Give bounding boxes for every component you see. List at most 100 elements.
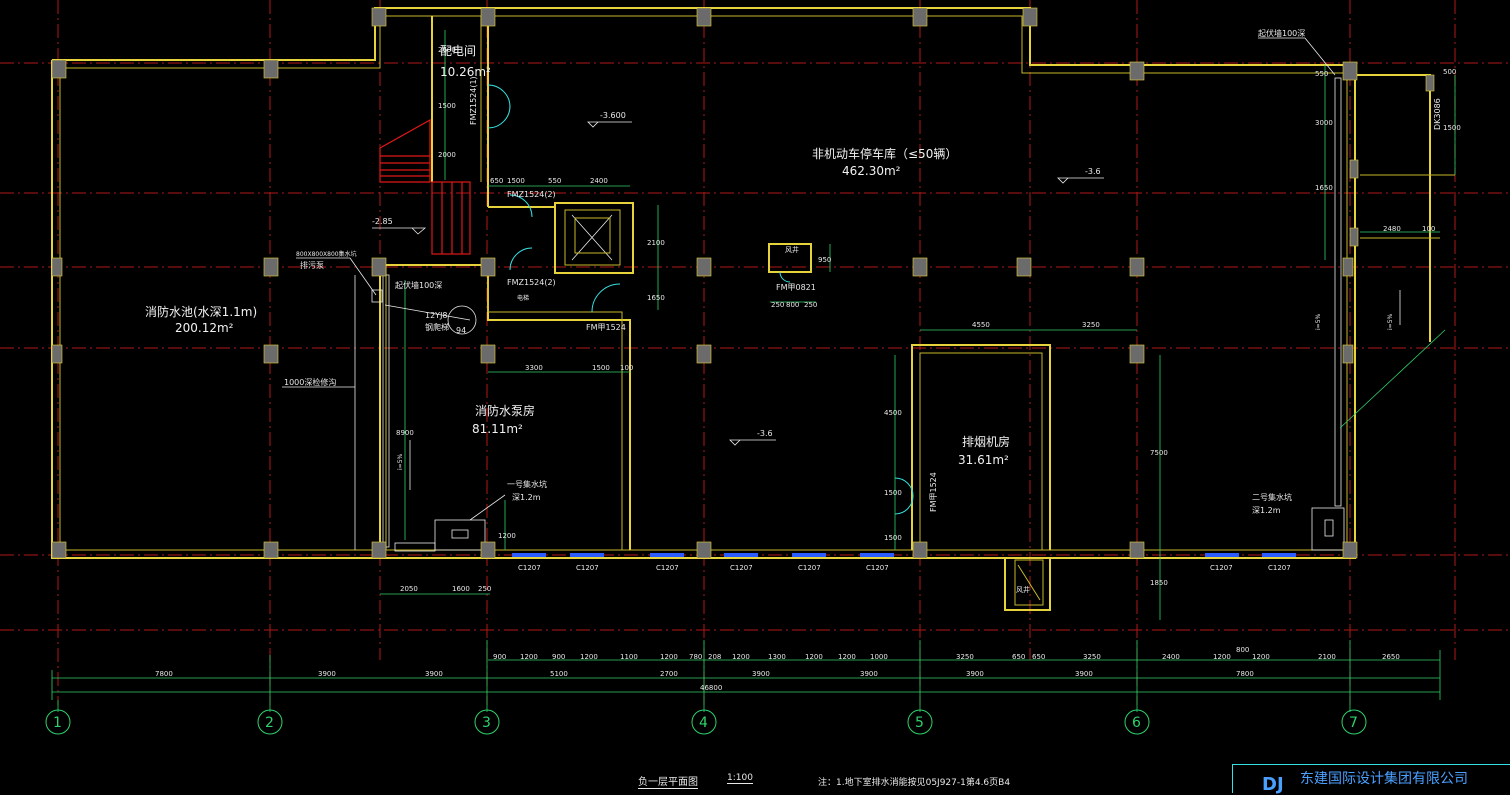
dim-text: 1200	[1213, 653, 1231, 661]
level-mark: -2.85	[372, 217, 393, 226]
dim-text: 7800	[155, 670, 173, 678]
axis-label-6: 6	[1132, 715, 1141, 731]
window-label: C1207	[518, 564, 541, 572]
door-label: FMZ1524(1)	[469, 76, 478, 125]
door-label: FMZ1524(2)	[507, 190, 556, 199]
rail-note: 起伏墙100深	[395, 280, 442, 290]
dim-text: 250	[771, 301, 784, 309]
dimension-row-2: 7800 3900 3900 5100 2700 3900 3900 3900 …	[155, 670, 1254, 692]
pump-room-name: 消防水泵房	[475, 403, 535, 418]
garage-name: 非机动车停车库（≤50辆）	[812, 146, 957, 161]
company-logo: DJ	[1262, 774, 1284, 795]
dim-text: 900	[493, 653, 506, 661]
dimension-row-1: 900 1200 900 1200 1100 1200 780 208 1200…	[493, 646, 1400, 661]
title-block	[1232, 764, 1510, 793]
dim-text: 2000	[438, 151, 456, 159]
pit2-depth: 深1.2m	[1252, 506, 1281, 515]
pipe-note-2: 钢爬梯	[425, 322, 449, 332]
dim-text: 3900	[1075, 670, 1093, 678]
slope-label: i=5%	[1315, 313, 1322, 330]
axis-label-7: 7	[1349, 715, 1358, 731]
doors	[487, 84, 914, 515]
level-mark: -3.6	[1085, 167, 1101, 176]
dim-text: 1200	[732, 653, 750, 661]
dim-text: 5100	[550, 670, 568, 678]
dim-text: 7500	[1150, 449, 1168, 457]
dim-text: 4550	[972, 321, 990, 329]
dim-text: 2100	[1318, 653, 1336, 661]
dim-text: 1650	[1315, 184, 1333, 192]
sump-note-2: 排污泵	[300, 260, 324, 270]
dim-text: 900	[552, 653, 565, 661]
dim-text: 2100	[647, 239, 665, 247]
trench-note: 1000深检修沟	[284, 377, 336, 387]
axis-label-3: 3	[482, 715, 491, 731]
dim-text: 1500	[438, 102, 456, 110]
dim-text: 650	[1032, 653, 1045, 661]
dim-text: 1200	[520, 653, 538, 661]
dim-text: 3900	[318, 670, 336, 678]
dim-text: 550	[548, 177, 561, 185]
dim-text: 1500	[592, 364, 610, 372]
window-label: C1207	[1268, 564, 1291, 572]
axis-label-2: 2	[265, 715, 274, 731]
pit1-label: 一号集水坑	[507, 479, 547, 489]
level-mark: -3.600	[600, 111, 626, 120]
dim-text: 208	[708, 653, 721, 661]
dim-text: 3900	[966, 670, 984, 678]
dim-text: 7800	[1236, 670, 1254, 678]
power-room-name: 配电间	[440, 44, 476, 58]
drawing-note: 注：1.地下室排水消能按见05J927-1第4.6页B4	[818, 778, 1011, 788]
window-label: C1207	[730, 564, 753, 572]
dim-text: 4500	[884, 409, 902, 417]
company-name: 东建国际设计集团有限公司	[1300, 771, 1468, 787]
axis-label-4: 4	[699, 715, 708, 731]
dk-label: DK3086	[1433, 98, 1442, 130]
pit2-label: 二号集水坑	[1252, 492, 1292, 502]
smoke-room-name: 排烟机房	[962, 434, 1010, 449]
window-label: C1207	[1210, 564, 1233, 572]
shaft-label: 风井	[1016, 585, 1030, 594]
dim-text: 250	[478, 585, 491, 593]
dim-text: 2700	[660, 670, 678, 678]
room-labels: 消防水池(水深1.1m) 200.12m² 配电间 10.26m² 非机动车停车…	[145, 44, 1010, 467]
annotations: FMZ1524(1) FMZ1524(2) FMZ1524(2) FM甲1524…	[282, 28, 1442, 594]
axis-bubbles: 1 2 3 4 5 6 7	[45, 709, 1367, 735]
dim-text: 250	[804, 301, 817, 309]
stairs	[379, 118, 471, 255]
drawing-scale: 1:100	[727, 773, 753, 784]
dim-text: 2600	[438, 46, 456, 54]
dimension-misc: 2050 1600 250 3300 1500 100 4550 3250 65…	[396, 46, 1461, 593]
dim-text: 3000	[1315, 119, 1333, 127]
dim-text: 100	[1422, 225, 1435, 233]
dim-text: 650	[1012, 653, 1025, 661]
dim-text: 1200	[580, 653, 598, 661]
slope-label-2: i=5%	[1387, 313, 1394, 330]
slope-label-3: i=5%	[397, 453, 404, 470]
door-label: FMZ1524(2)	[507, 278, 556, 287]
dim-text: 550	[1315, 70, 1328, 78]
lift-label: 电梯	[517, 294, 529, 302]
dim-text: 950	[818, 256, 831, 264]
dim-text: 1200	[805, 653, 823, 661]
dim-text: 3900	[425, 670, 443, 678]
dim-text: 800	[1236, 646, 1249, 654]
dim-text: 1000	[870, 653, 888, 661]
grid-lines	[0, 0, 1510, 705]
window-label: C1207	[866, 564, 889, 572]
axis-label-1: 1	[53, 715, 62, 731]
window-label: C1207	[798, 564, 821, 572]
dim-text: 1500	[507, 177, 525, 185]
pool-name: 消防水池(水深1.1m)	[145, 304, 257, 319]
axis-label-5: 5	[915, 715, 924, 731]
window-label: C1207	[576, 564, 599, 572]
dimension-lines	[51, 30, 1456, 712]
rail-note-2: 起伏墙100深	[1258, 28, 1305, 38]
window-label: C1207	[656, 564, 679, 572]
dim-text: 1100	[620, 653, 638, 661]
dim-text: 800	[786, 301, 799, 309]
dim-text: 2480	[1383, 225, 1401, 233]
power-room-area: 10.26m²	[440, 65, 491, 79]
dim-text: 1600	[452, 585, 470, 593]
